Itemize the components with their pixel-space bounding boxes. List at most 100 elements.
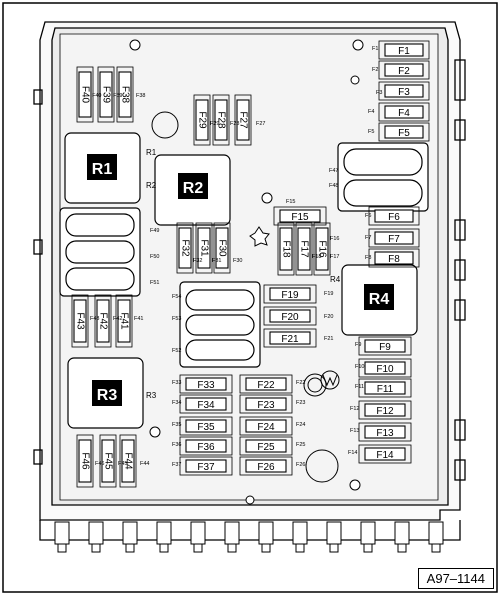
relay-r2: R2 [155, 155, 230, 225]
fuse-f25: F25 [240, 437, 292, 455]
relay-r4: R4 [342, 265, 417, 335]
fuse-label: F11 [377, 384, 394, 395]
fuse-socket-label: F21 [324, 336, 333, 342]
fuse-socket-label: F18 [312, 254, 321, 260]
fuse-f24: F24 [240, 417, 292, 435]
fuse-socket-label: F14 [348, 450, 357, 456]
fuse-label: F26 [257, 462, 275, 473]
fuse-f22: F22 [240, 375, 292, 393]
fuse-label: F17 [298, 240, 309, 258]
relay-r1: R1 [65, 133, 140, 203]
relay-r3: R3 [68, 358, 143, 428]
fuse-f32: F32 [177, 223, 193, 273]
fuse-socket-label: F16 [330, 236, 339, 242]
fuse-label: F32 [179, 239, 190, 257]
fuse-f16: F16 [314, 223, 330, 275]
fuse-label: F21 [281, 334, 299, 345]
fuse-label: F2 [398, 66, 410, 77]
fuse-label: F7 [388, 234, 400, 245]
fuse-socket-label: F34 [172, 400, 181, 406]
fuse-f12: F12 [359, 401, 411, 419]
fuse-label: F29 [196, 111, 207, 129]
fuse-label: F6 [388, 212, 400, 223]
fuse-label: F5 [398, 128, 410, 139]
fuse-socket-label: F6 [365, 213, 371, 219]
fuse-f17: F17 [296, 223, 312, 275]
fuse-f4: F4 [379, 103, 429, 121]
relay-socket-label-r3: R3 [146, 391, 157, 400]
fuse-label: F8 [388, 254, 400, 265]
fuse-label: F43 [74, 312, 85, 330]
fuse-label: F3 [398, 87, 410, 98]
relay-socket-label-r4: R4 [330, 275, 341, 284]
fuse-label: F23 [257, 400, 275, 411]
fuse-label: F18 [280, 240, 291, 258]
relay-label-r4: R4 [369, 291, 390, 308]
fuse-f19: F19 [264, 285, 316, 303]
fuse-label: F4 [398, 108, 410, 119]
fuse-f34: F34 [180, 395, 232, 413]
fuse-socket-label: F4 [368, 109, 374, 115]
fuse-socket-label: F15 [286, 199, 295, 205]
fuse-label: F40 [79, 86, 90, 104]
fuse-socket-label: F35 [172, 422, 181, 428]
fuse-socket-label: F52 [172, 348, 181, 354]
fuse-f37: F37 [180, 457, 232, 475]
fuse-f10: F10 [359, 359, 411, 377]
fuse-f29: F29 [194, 95, 210, 145]
fuse-socket-label: F22 [296, 380, 305, 386]
fuse-f28: F28 [213, 95, 229, 145]
fuse-label: F25 [257, 442, 275, 453]
fuse-f9: F9 [359, 337, 411, 355]
fuse-socket-label: F53 [172, 316, 181, 322]
fuse-socket-label: F5 [368, 129, 374, 135]
fuse-f15: F15 [274, 207, 326, 225]
fuse-socket-label: F48 [329, 183, 338, 189]
fuse-socket-label: F23 [296, 400, 305, 406]
fuse-f20: F20 [264, 307, 316, 325]
fuse-label: F39 [100, 86, 111, 104]
fuse-socket-label: F37 [172, 462, 181, 468]
fuse-socket-label: F51 [150, 280, 159, 286]
fuse-socket-label: F11 [355, 384, 364, 390]
fuse-f43: F43 [72, 295, 88, 347]
fuse-f14: F14 [359, 445, 411, 463]
fuse-f40: F40 [77, 67, 93, 122]
fuse-socket-label: F49 [150, 228, 159, 234]
fuse-f3: F3 [379, 82, 429, 100]
fuse-socket-label: F30 [233, 258, 242, 264]
fuse-socket-label: F1 [372, 46, 378, 52]
fuse-f31: F31 [196, 223, 212, 273]
fuse-socket-label: F24 [296, 422, 305, 428]
fuse-f11: F11 [359, 379, 411, 397]
fuse-socket-label: F17 [330, 254, 339, 260]
fuse-socket-label: F10 [355, 364, 364, 370]
fuse-label: F37 [197, 462, 215, 473]
fuse-label: F1 [398, 46, 410, 57]
fuse-socket-label: F25 [296, 442, 305, 448]
fuse-socket-label: F2 [372, 67, 378, 73]
fuse-socket-label: F20 [324, 314, 333, 320]
fuse-label: F34 [197, 400, 215, 411]
fuse-f46: F46 [77, 435, 93, 487]
fuse-f33: F33 [180, 375, 232, 393]
relay-label-r2: R2 [183, 180, 204, 197]
fuse-label: F31 [198, 239, 209, 257]
fuse-socket-label: F13 [350, 428, 359, 434]
fuse-label: F30 [216, 239, 227, 257]
fuse-socket-label: F43 [90, 316, 99, 322]
fuse-label: F10 [376, 364, 394, 375]
fuse-socket-label: F41 [134, 316, 143, 322]
fuse-socket-label: F3 [376, 90, 382, 96]
fuse-socket-label: F31 [212, 258, 221, 264]
fuse-f7: F7 [369, 229, 419, 247]
fuse-socket-label: F45 [118, 461, 127, 467]
fuse-socket-label: F33 [172, 380, 181, 386]
fuse-f2: F2 [379, 61, 429, 79]
fuse-f13: F13 [359, 423, 411, 441]
fuse-label: F13 [376, 428, 394, 439]
fuse-socket-label: F19 [324, 291, 333, 297]
fuse-f21: F21 [264, 329, 316, 347]
